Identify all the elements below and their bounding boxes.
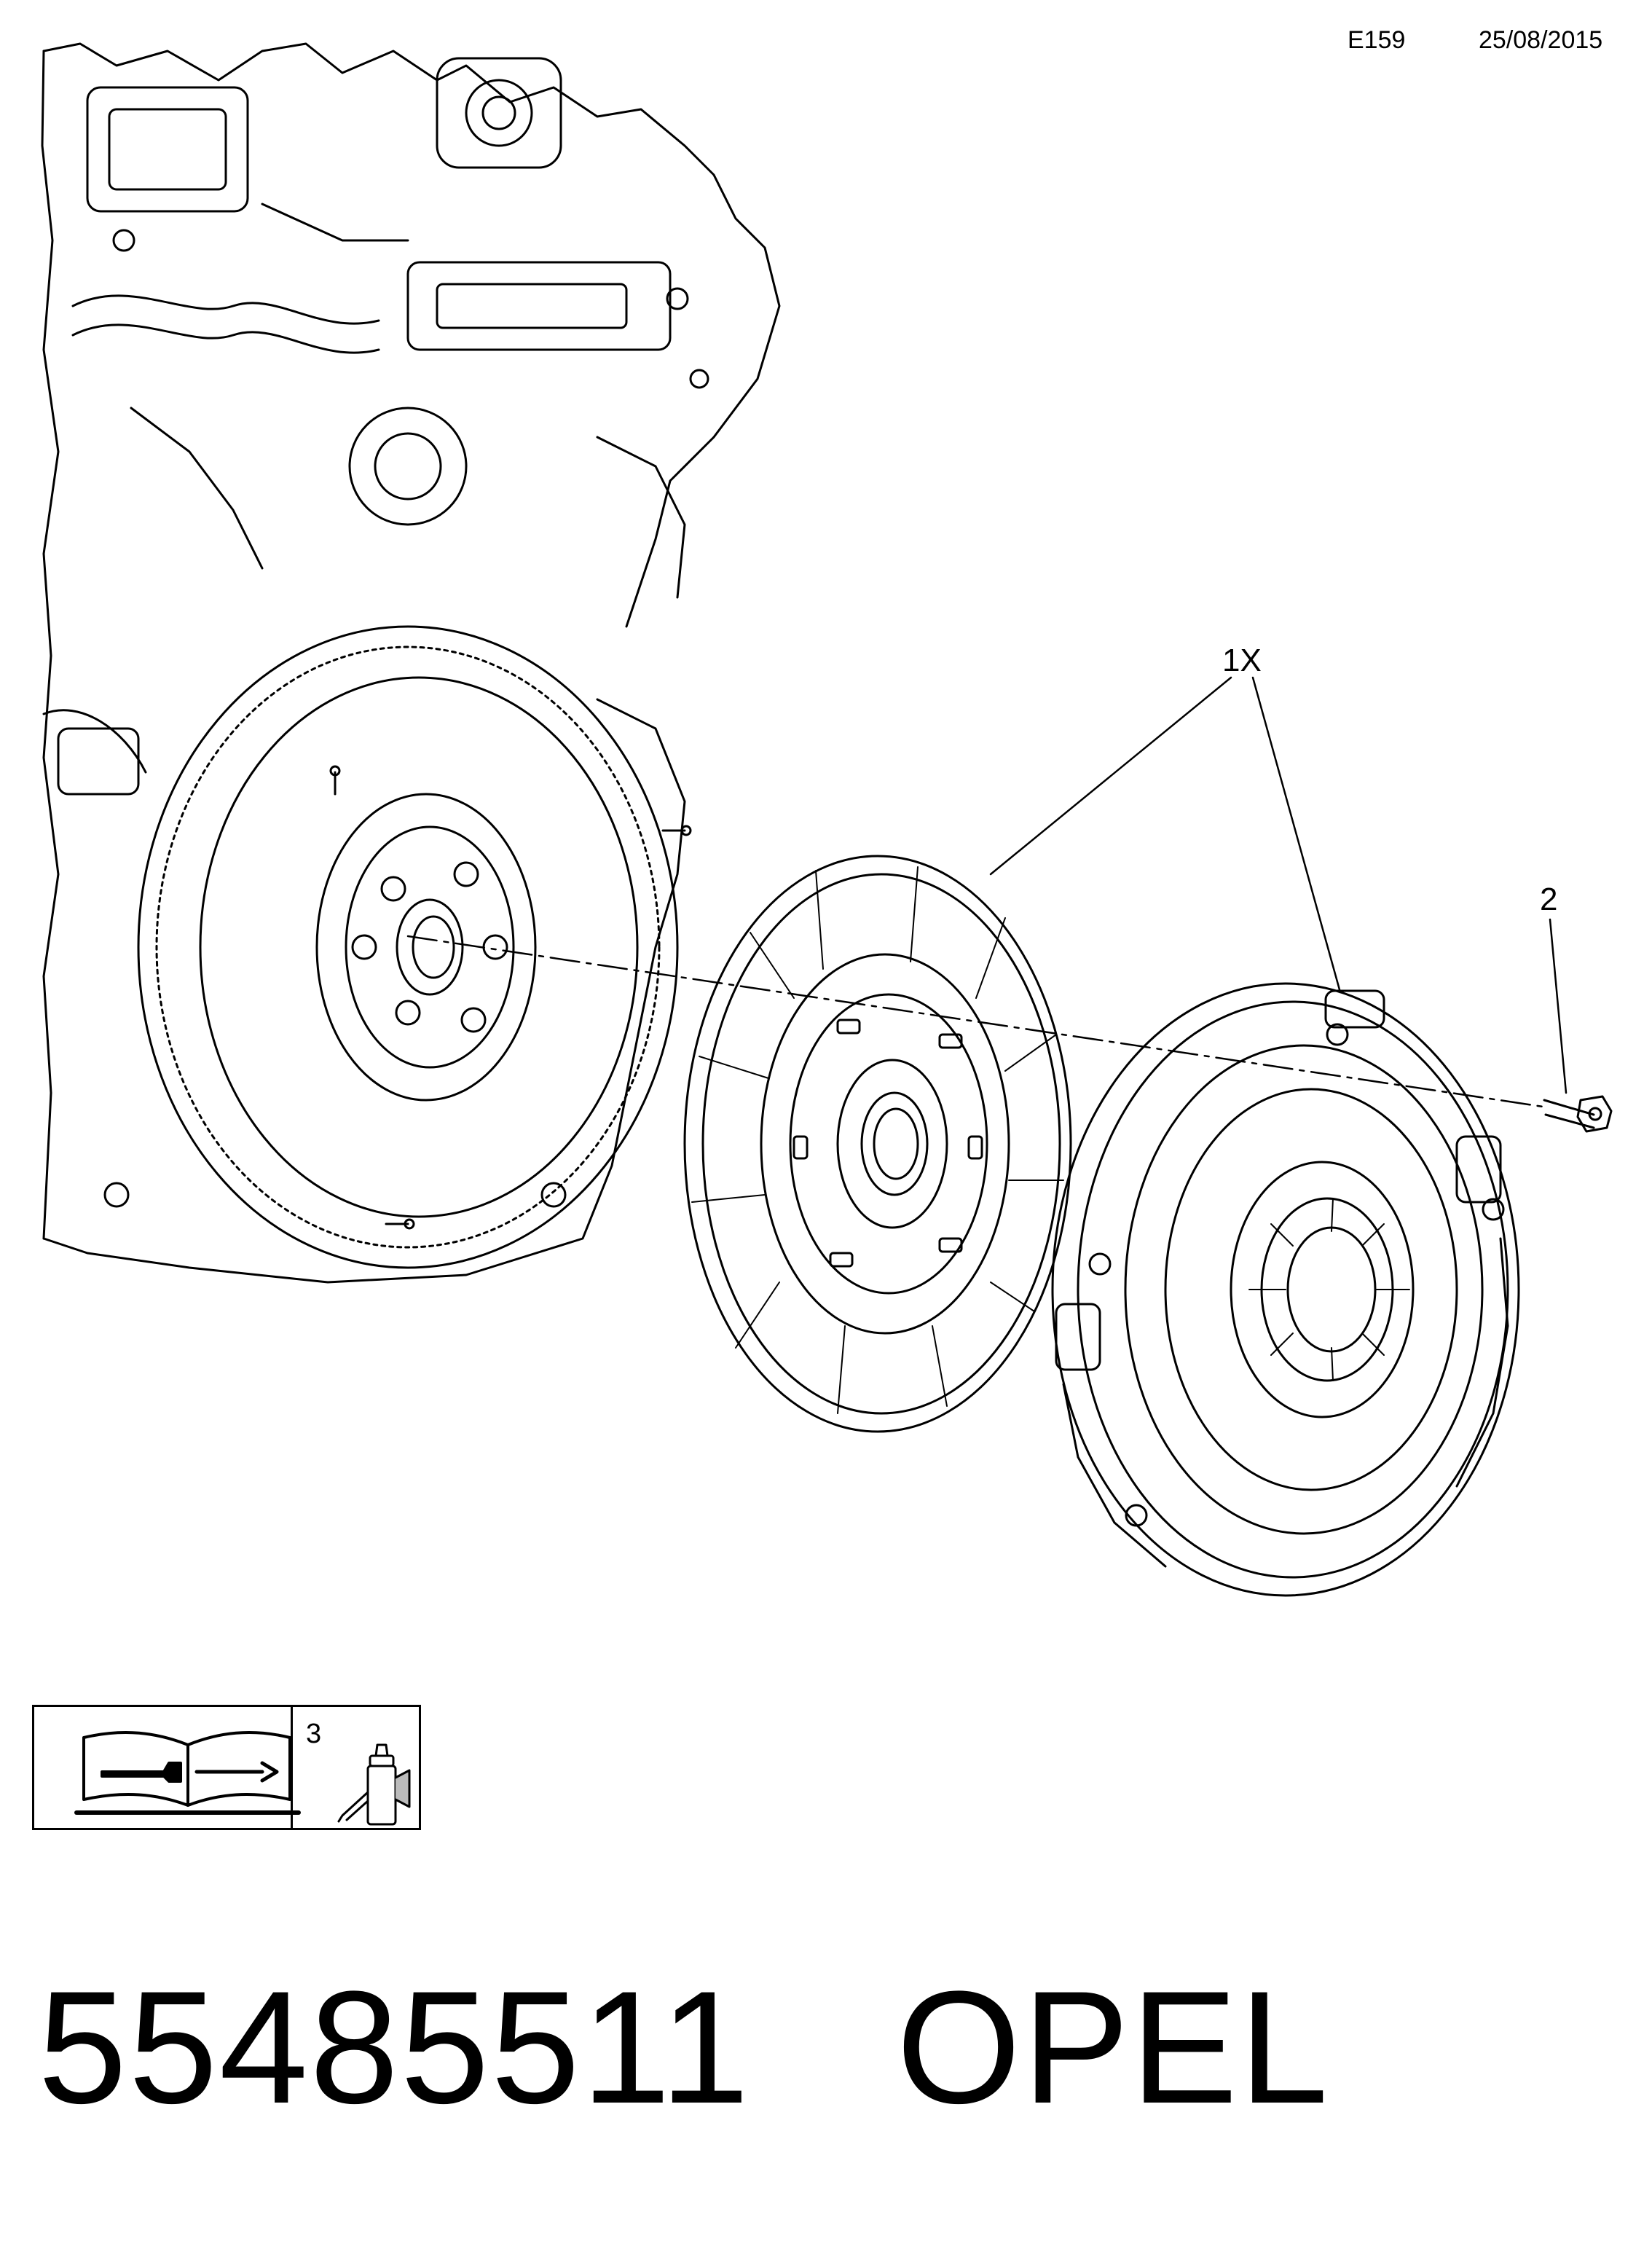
legend-box: 3 [32, 1705, 421, 1830]
legend-cell-manual [34, 1707, 293, 1828]
callout-item-3: 3 [306, 1719, 322, 1749]
legend-cell-sealant: 3 [293, 1707, 419, 1828]
sealant-bottle-icon [337, 1743, 411, 1826]
part-number: 55485511 [38, 1958, 751, 2137]
bolt-drawing [1543, 1095, 1613, 1133]
diagram-code: E159 [1348, 26, 1406, 54]
callout-item-2: 2 [1540, 882, 1558, 917]
repair-manual-icon [74, 1730, 301, 1815]
pressure-plate-drawing [1051, 982, 1520, 1597]
diagram-date: 25/08/2015 [1479, 26, 1603, 54]
callout-item-1-label: 1X [1222, 643, 1262, 678]
engine-block-drawing [41, 42, 781, 1284]
brand-name: OPEL [896, 1958, 1330, 2137]
clutch-disc-drawing [683, 855, 1072, 1433]
callout-item-1: 1X [1219, 641, 1262, 679]
flywheel-drawing [137, 625, 692, 1269]
